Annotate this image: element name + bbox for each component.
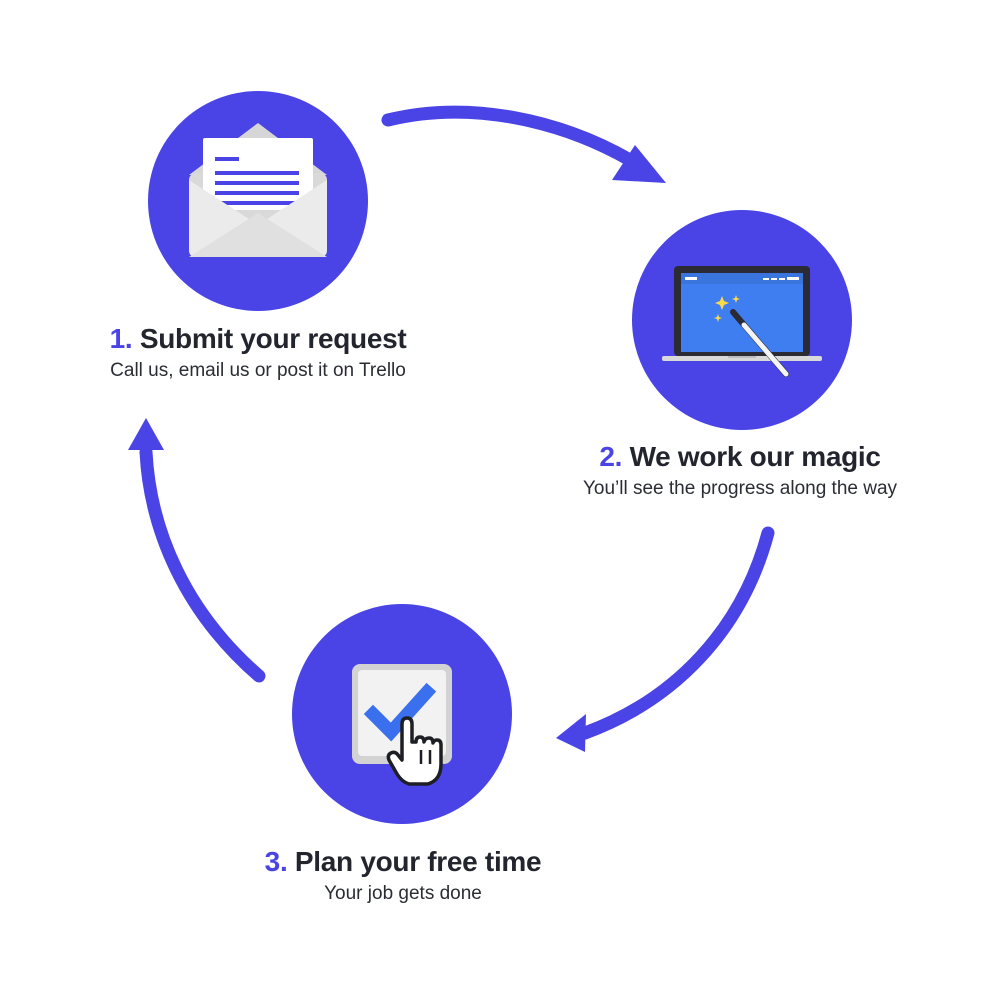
laptop-magic-wand-icon	[662, 266, 822, 377]
arrow-step1-to-step2	[381, 105, 637, 167]
step3-title-label: Plan your free time	[294, 846, 542, 877]
step3-subtitle: Your job gets done	[324, 883, 482, 904]
step2-subtitle: You’ll see the progress along the way	[582, 478, 898, 499]
checkbox-cursor-icon	[352, 664, 452, 786]
arrow-step2-to-step3	[578, 526, 775, 740]
step3-text: 3. Plan your free time Your job gets don…	[213, 845, 593, 907]
step2-circle	[632, 210, 852, 430]
step2-title: 2. We work our magic	[540, 440, 940, 474]
step1-title: 1. Submit your request	[68, 322, 448, 356]
step1-number: 1.	[109, 323, 133, 354]
step3-number: 3.	[264, 846, 288, 877]
arrow-step3-to-step1	[139, 445, 266, 683]
step1-subtitle: Call us, email us or post it on Trello	[110, 360, 406, 381]
step3-title: 3. Plan your free time	[213, 845, 593, 879]
arrowhead-step2	[612, 145, 666, 183]
arrowhead-step1	[128, 418, 164, 450]
step2-text: 2. We work our magic You’ll see the prog…	[540, 440, 940, 502]
step1-title-label: Submit your request	[139, 323, 407, 354]
step2-title-label: We work our magic	[629, 441, 881, 472]
step3-circle	[292, 604, 512, 824]
step2-number: 2.	[599, 441, 623, 472]
arrowhead-step3	[556, 714, 586, 752]
envelope-letter-icon	[189, 123, 327, 257]
step1-text: 1. Submit your request Call us, email us…	[68, 322, 448, 384]
step1-circle	[148, 91, 368, 311]
